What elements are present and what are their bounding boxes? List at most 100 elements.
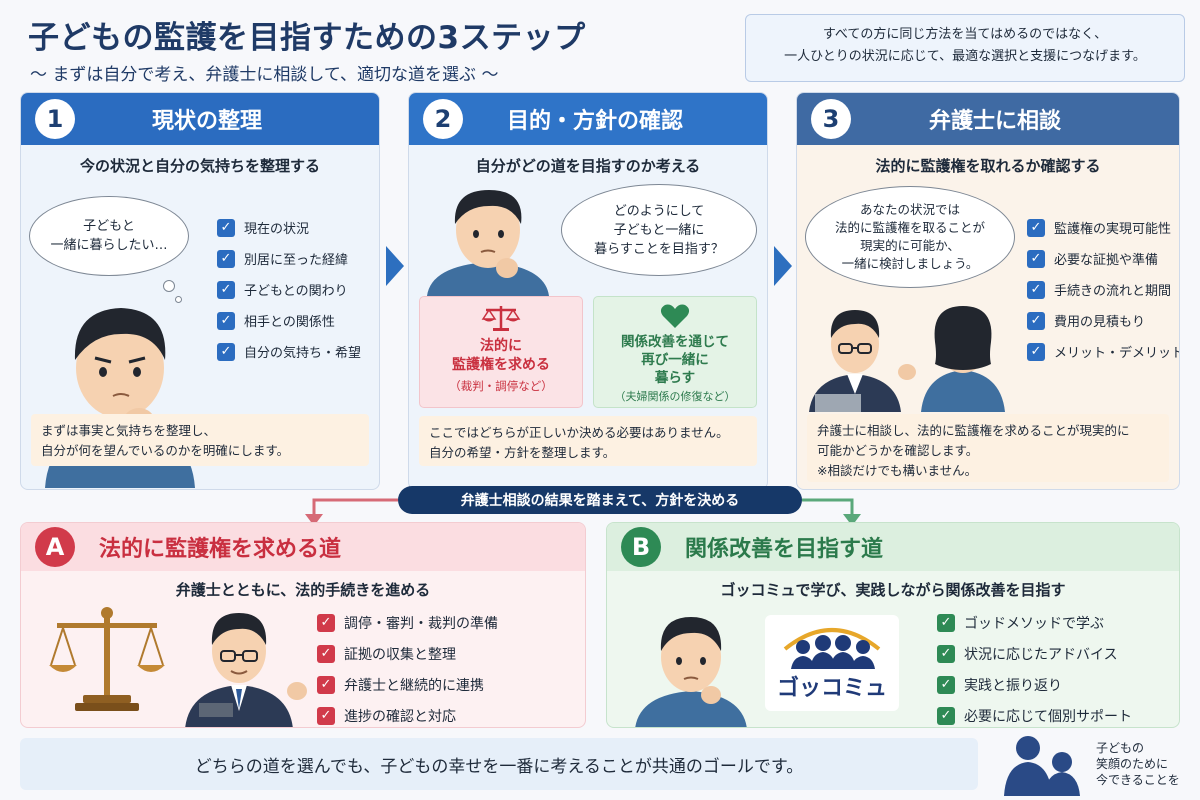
scale-icon: [481, 306, 521, 331]
page-subtitle: 〜 まずは自分で考え、弁護士に相談して、適切な道を選ぶ 〜: [30, 65, 499, 85]
option-b-note: （夫婦関係の修復など）: [614, 390, 736, 403]
option-a-line1: 法的に: [480, 338, 522, 354]
speech-line1: どのようにして: [613, 203, 705, 219]
thought-bubble: 子どもと 一緒に暮らしたい…: [29, 196, 189, 276]
checklist-item: ✓弁護士と継続的に連携: [317, 669, 498, 700]
path-card-a: A 法的に監護権を求める道 弁護士とともに、法的手続きを進める ✓調停・審判・裁…: [20, 522, 586, 728]
logo-text: ゴッコミュ: [776, 676, 887, 701]
branch-arrows: [305, 498, 861, 526]
wondering-person-icon: [427, 190, 549, 296]
check-icon: ✓: [937, 644, 955, 663]
footnote-line1: ここではどちらが正しいか決める必要はありません。: [429, 425, 729, 440]
checklist-item: ✓メリット・デメリット: [1027, 336, 1180, 367]
check-icon: ✓: [317, 613, 335, 632]
checklist-item: ✓別居に至った経緯: [217, 243, 361, 274]
step-card-1: 1 現状の整理 今の状況と自分の気持ちを整理する 子どもと 一緒に暮らしたい…: [20, 92, 380, 490]
intro-note-line2: 一人ひとりの状況に応じて、最適な選択と支援につなげます。: [784, 49, 1146, 64]
check-icon: ✓: [217, 249, 235, 268]
footer-caption-line1: 子どもの: [1096, 741, 1145, 755]
path-a-checklist: ✓調停・審判・裁判の準備 ✓証拠の収集と整理 ✓弁護士と継続的に連携 ✓進捗の確…: [317, 607, 498, 727]
speech-line3: 暮らすことを目指す？: [594, 241, 724, 257]
thought-line2: 一緒に暮らしたい…: [50, 238, 168, 253]
option-legal-custody: 法的に 監護権を求める （裁判・調停など）: [419, 296, 583, 408]
checklist-text: 必要に応じて個別サポート: [964, 708, 1132, 725]
option-relationship-repair: 関係改善を通じて 再び一緒に 暮らす （夫婦関係の修復など）: [593, 296, 757, 408]
checklist-item: ✓費用の見積もり: [1027, 305, 1179, 336]
intro-note: すべての方に同じ方法を当てはめるのではなく、 一人ひとりの状況に応じて、最適な選…: [745, 14, 1185, 82]
step3-footnote: 弁護士に相談し、法的に監護権を求めることが現実的に 可能かどうかを確認します。 …: [807, 414, 1169, 482]
checklist-text: 現在の状況: [244, 222, 310, 237]
option-b-line2: 再び一緒に: [641, 352, 709, 368]
thought-line1: 子どもと: [83, 219, 135, 234]
option-b-line3: 暮らす: [654, 370, 696, 386]
speech-line4: 一緒に検討しましょう。: [841, 256, 979, 271]
footnote-line2: 可能かどうかを確認します。: [817, 443, 979, 458]
path-title-b: 関係改善を目指す道: [685, 537, 884, 562]
check-icon: ✓: [317, 706, 335, 725]
option-b-line1: 関係改善を通じて: [621, 334, 729, 350]
decision-bar: 弁護士相談の結果を踏まえて、方針を決める: [398, 486, 802, 514]
checklist-item: ✓証拠の収集と整理: [317, 638, 498, 669]
step-body-2: どのようにして 子どもと一緒に 暮らすことを目指す？ 法的に 監護権を求める （…: [409, 176, 767, 489]
checklist-text: 実践と振り返り: [964, 677, 1062, 694]
checklist-text: 費用の見積もり: [1054, 315, 1146, 330]
speech-line1: あなたの状況では: [859, 202, 960, 217]
checklist-item: ✓ 必要な証拠や準備: [1027, 243, 1179, 274]
path-header-b: B 関係改善を目指す道: [607, 523, 1179, 571]
path-subtitle-a: 弁護士とともに、法的手続きを進める: [175, 581, 431, 599]
step-arrow-1: [386, 246, 404, 286]
step3-checklist: ✓監護権の実現可能性 ✓ 必要な証拠や準備 ✓手続きの流れと期間 ✓費用の見積もり…: [1027, 212, 1180, 367]
check-icon: ✓: [217, 280, 235, 299]
speech-bubble-step3: あなたの状況では 法的に監護権を取ることが 現実的に可能か、 一緒に検討しましょ…: [805, 186, 1015, 288]
path-b-checklist: ✓ゴッドメソッドで学ぶ ✓状況に応じたアドバイス ✓実践と振り返り ✓必要に応じ…: [937, 607, 1132, 727]
step1-footnote: まずは事実と気持ちを整理し、 自分が何を望んでいるのかを明確にします。: [31, 414, 369, 466]
checklist-item: ✓手続きの流れと期間: [1027, 274, 1179, 305]
step1-checklist: ✓現在の状況 ✓別居に至った経緯 ✓子どもとの関わり ✓相手との関係性 ✓自分の…: [217, 212, 361, 367]
checklist-text: 手続きの流れと期間: [1054, 284, 1172, 299]
step-body-3: あなたの状況では 法的に監護権を取ることが 現実的に可能か、 一緒に検討しましょ…: [797, 176, 1180, 489]
path-subtitle-b: ゴッコミュで学び、実践しながら関係改善を目指す: [720, 581, 1066, 599]
option-a-line2: 監護権を求める: [452, 357, 550, 373]
scale-icon: [49, 607, 165, 711]
path-letter-b: B: [621, 527, 661, 567]
step-header-2: 2 目的・方針の確認: [409, 93, 767, 145]
step-number-2: 2: [423, 99, 463, 139]
check-icon: ✓: [317, 675, 335, 694]
checklist-text: 必要な証拠や準備: [1054, 253, 1159, 268]
parent-child-icon: [1004, 736, 1080, 796]
checklist-item: ✓実践と振り返り: [937, 669, 1132, 700]
path-title-a: 法的に監護権を求める道: [99, 537, 342, 562]
thought-dot-1: [163, 280, 175, 292]
checklist-item: ✓進捗の確認と対応: [317, 700, 498, 727]
checklist-text: 相手との関係性: [244, 315, 335, 330]
checklist-text: メリット・デメリット: [1054, 346, 1180, 361]
checklist-item: ✓自分の気持ち・希望: [217, 336, 361, 367]
footer-caption: 子どもの 笑顔のために 今できることを: [1096, 740, 1180, 788]
step-card-3: 3 弁護士に相談 法的に監護権を取れるか確認する あなたの状況では 法的に監護権…: [796, 92, 1180, 490]
footnote-line1: 弁護士に相談し、法的に監護権を求めることが現実的に: [817, 423, 1130, 438]
step-number-3: 3: [811, 99, 851, 139]
step-title-1: 現状の整理: [151, 109, 262, 134]
check-icon: ✓: [217, 342, 235, 361]
path-letter-a: A: [35, 527, 75, 567]
step-subtitle-2: 自分がどの道を目指すのか考える: [475, 157, 701, 175]
checklist-item: ✓監護権の実現可能性: [1027, 212, 1179, 243]
option-a-note: （裁判・調停など）: [449, 379, 553, 393]
step-subtitle-1: 今の状況と自分の気持ちを整理する: [79, 157, 320, 175]
common-goal-banner: どちらの道を選んでも、子どもの幸せを一番に考えることが共通のゴールです。: [20, 738, 978, 790]
step-number-1: 1: [35, 99, 75, 139]
step-header-1: 1 現状の整理: [21, 93, 379, 145]
step-body-1: 子どもと 一緒に暮らしたい… ✓現在の状況 ✓別居に至った経緯 ✓子どもとの関わ…: [21, 176, 379, 489]
checklist-item: ✓ 状況に応じたアドバイス: [937, 638, 1132, 669]
path-header-a: A 法的に監護権を求める道: [21, 523, 585, 571]
step-title-3: 弁護士に相談: [928, 109, 1061, 134]
checklist-text: 子どもとの関わり: [244, 284, 348, 299]
group-logo-icon: [783, 628, 881, 669]
footnote-line2: 自分が何を望んでいるのかを明確にします。: [41, 443, 290, 458]
checklist-text: 状況に応じたアドバイス: [964, 646, 1118, 663]
gokkomyu-logo: ゴッコミュ: [765, 615, 899, 711]
checklist-text: 監護権の実現可能性: [1054, 222, 1172, 237]
check-icon: ✓: [1027, 249, 1045, 268]
checklist-item: ✓現在の状況: [217, 212, 361, 243]
speech-bubble-step2: どのようにして 子どもと一緒に 暮らすことを目指す？: [561, 184, 757, 276]
